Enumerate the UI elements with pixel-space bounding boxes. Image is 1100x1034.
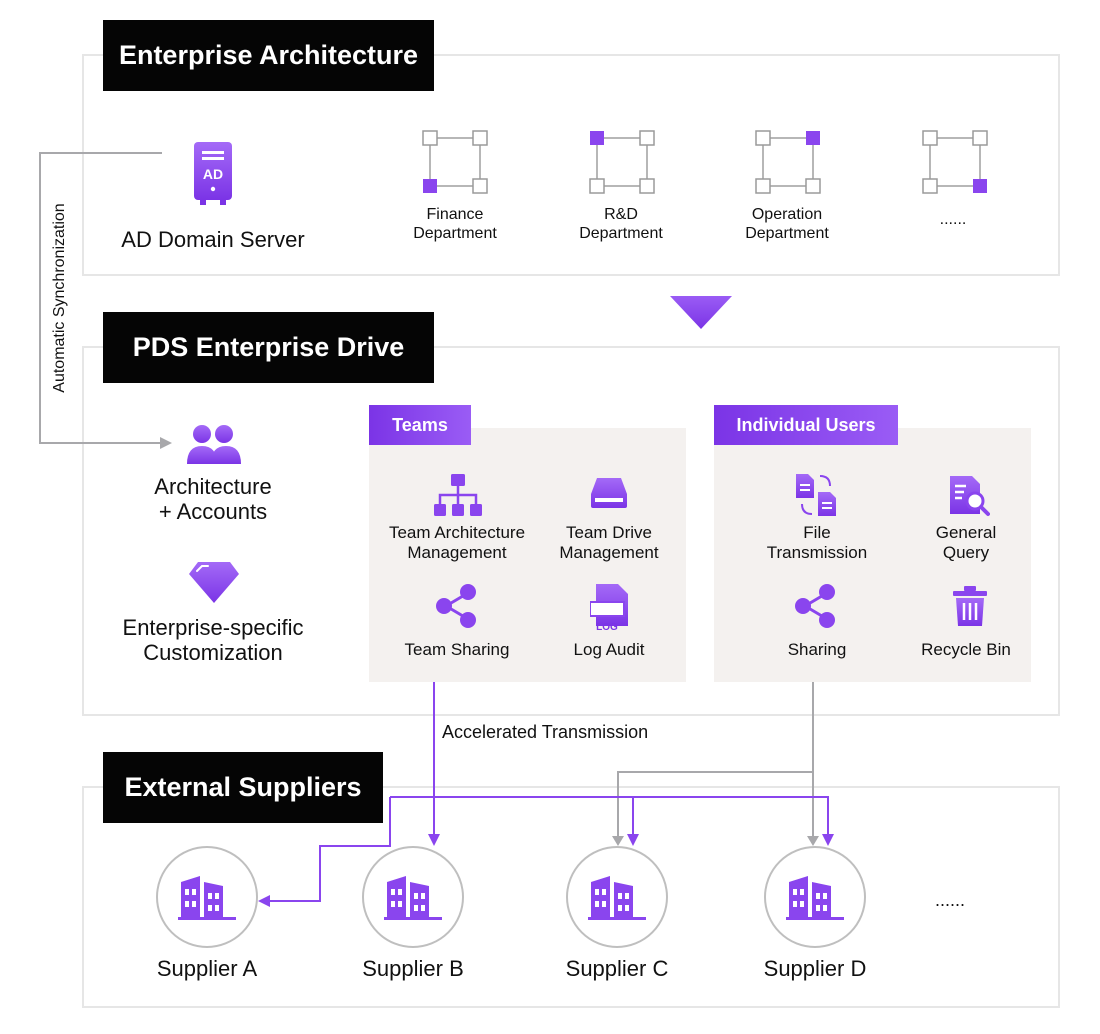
- file-transmission-label: File Transmission: [732, 523, 902, 563]
- feature-line2: Management: [407, 543, 507, 562]
- department-label-line1: ......: [939, 211, 967, 228]
- share-icon: [436, 584, 476, 628]
- feature-line1: Team Drive: [566, 523, 652, 542]
- department-label-line2: Department: [745, 225, 829, 242]
- file-transfer-icon: [796, 474, 836, 516]
- drive-icon: [591, 478, 627, 508]
- sharing-label: Sharing: [787, 640, 847, 659]
- individual-users-tab: Individual Users: [714, 405, 898, 445]
- recycle-bin-label: Recycle Bin: [921, 640, 1011, 659]
- department-label-line2: Department: [413, 225, 497, 242]
- log-audit-label: Log Audit: [573, 640, 645, 659]
- department-label-operation: Operation Department: [707, 205, 867, 243]
- teams-panel: [369, 428, 686, 682]
- teams-tab: Teams: [369, 405, 471, 445]
- general-query-label: General Query: [881, 523, 1051, 563]
- feature-line1: Team Architecture: [388, 523, 526, 542]
- ad-domain-server-label: AD Domain Server: [121, 227, 305, 252]
- users-icon: [187, 425, 241, 464]
- finance-department-icon: [422, 130, 488, 194]
- supplier-b-label: Supplier B: [362, 956, 464, 981]
- team-sharing-label: Team Sharing: [404, 640, 510, 659]
- trash-icon: [953, 586, 987, 626]
- enterprise-customization-label: Enterprise-specific Customization: [98, 615, 328, 665]
- server-icon: [194, 142, 232, 205]
- customization-line1: Enterprise-specific: [122, 615, 304, 640]
- supplier-a-label: Supplier A: [156, 956, 258, 981]
- supplier-c-label: Supplier C: [565, 956, 669, 981]
- flow-down-triangle: [670, 296, 732, 329]
- team-architecture-management-label: Team Architecture Management: [372, 523, 542, 563]
- share-icon: [795, 584, 835, 628]
- external-suppliers-title: External Suppliers: [103, 752, 383, 823]
- operation-department-icon: [755, 130, 821, 194]
- accelerated-transmission-label: Accelerated Transmission: [442, 722, 649, 742]
- ad-badge: AD: [202, 166, 224, 182]
- enterprise-architecture-title: Enterprise Architecture: [103, 20, 434, 91]
- individual-users-panel: [714, 428, 1031, 682]
- feature-line2: Management: [559, 543, 659, 562]
- customization-line2: Customization: [143, 640, 283, 665]
- sync-line: [39, 152, 162, 444]
- building-icon: [588, 876, 646, 920]
- department-label-line1: R&D: [604, 206, 638, 223]
- building-icon: [384, 876, 442, 920]
- enterprise-architecture-section: [82, 54, 1060, 276]
- supplier-a-circle: [156, 846, 258, 948]
- feature-line1: General: [935, 523, 997, 542]
- department-label-line1: Finance: [426, 206, 484, 223]
- supplier-d-circle: [764, 846, 866, 948]
- architecture-accounts-label: Architecture + Accounts: [108, 474, 318, 524]
- feature-line2: Query: [942, 543, 990, 562]
- building-icon: [178, 876, 236, 920]
- log-icon: [590, 584, 628, 626]
- department-label-finance: Finance Department: [375, 205, 535, 243]
- department-label-line2: Department: [579, 225, 663, 242]
- department-label-rnd: R&D Department: [541, 205, 701, 243]
- rnd-department-icon: [589, 130, 655, 194]
- feature-line1: File: [803, 523, 831, 542]
- department-label-line1: Operation: [751, 206, 823, 223]
- team-drive-management-label: Team Drive Management: [524, 523, 694, 563]
- query-icon: [950, 476, 990, 516]
- department-label-more: ......: [873, 210, 1033, 229]
- more-suppliers-label: ......: [935, 890, 966, 910]
- more-departments-icon: [922, 130, 988, 194]
- architecture-line1: Architecture: [154, 474, 272, 499]
- feature-line2: Transmission: [766, 543, 868, 562]
- automatic-synchronization-label: Automatic Synchronization: [51, 203, 68, 393]
- log-badge: LOG: [596, 622, 618, 633]
- building-icon: [786, 876, 844, 920]
- diamond-icon: [189, 562, 239, 603]
- supplier-c-circle: [566, 846, 668, 948]
- org-chart-icon: [434, 474, 482, 516]
- architecture-line2: + Accounts: [158, 499, 268, 524]
- sync-arrowhead: [160, 437, 172, 449]
- supplier-d-label: Supplier D: [763, 956, 867, 981]
- supplier-b-circle: [362, 846, 464, 948]
- pds-enterprise-drive-title: PDS Enterprise Drive: [103, 312, 434, 383]
